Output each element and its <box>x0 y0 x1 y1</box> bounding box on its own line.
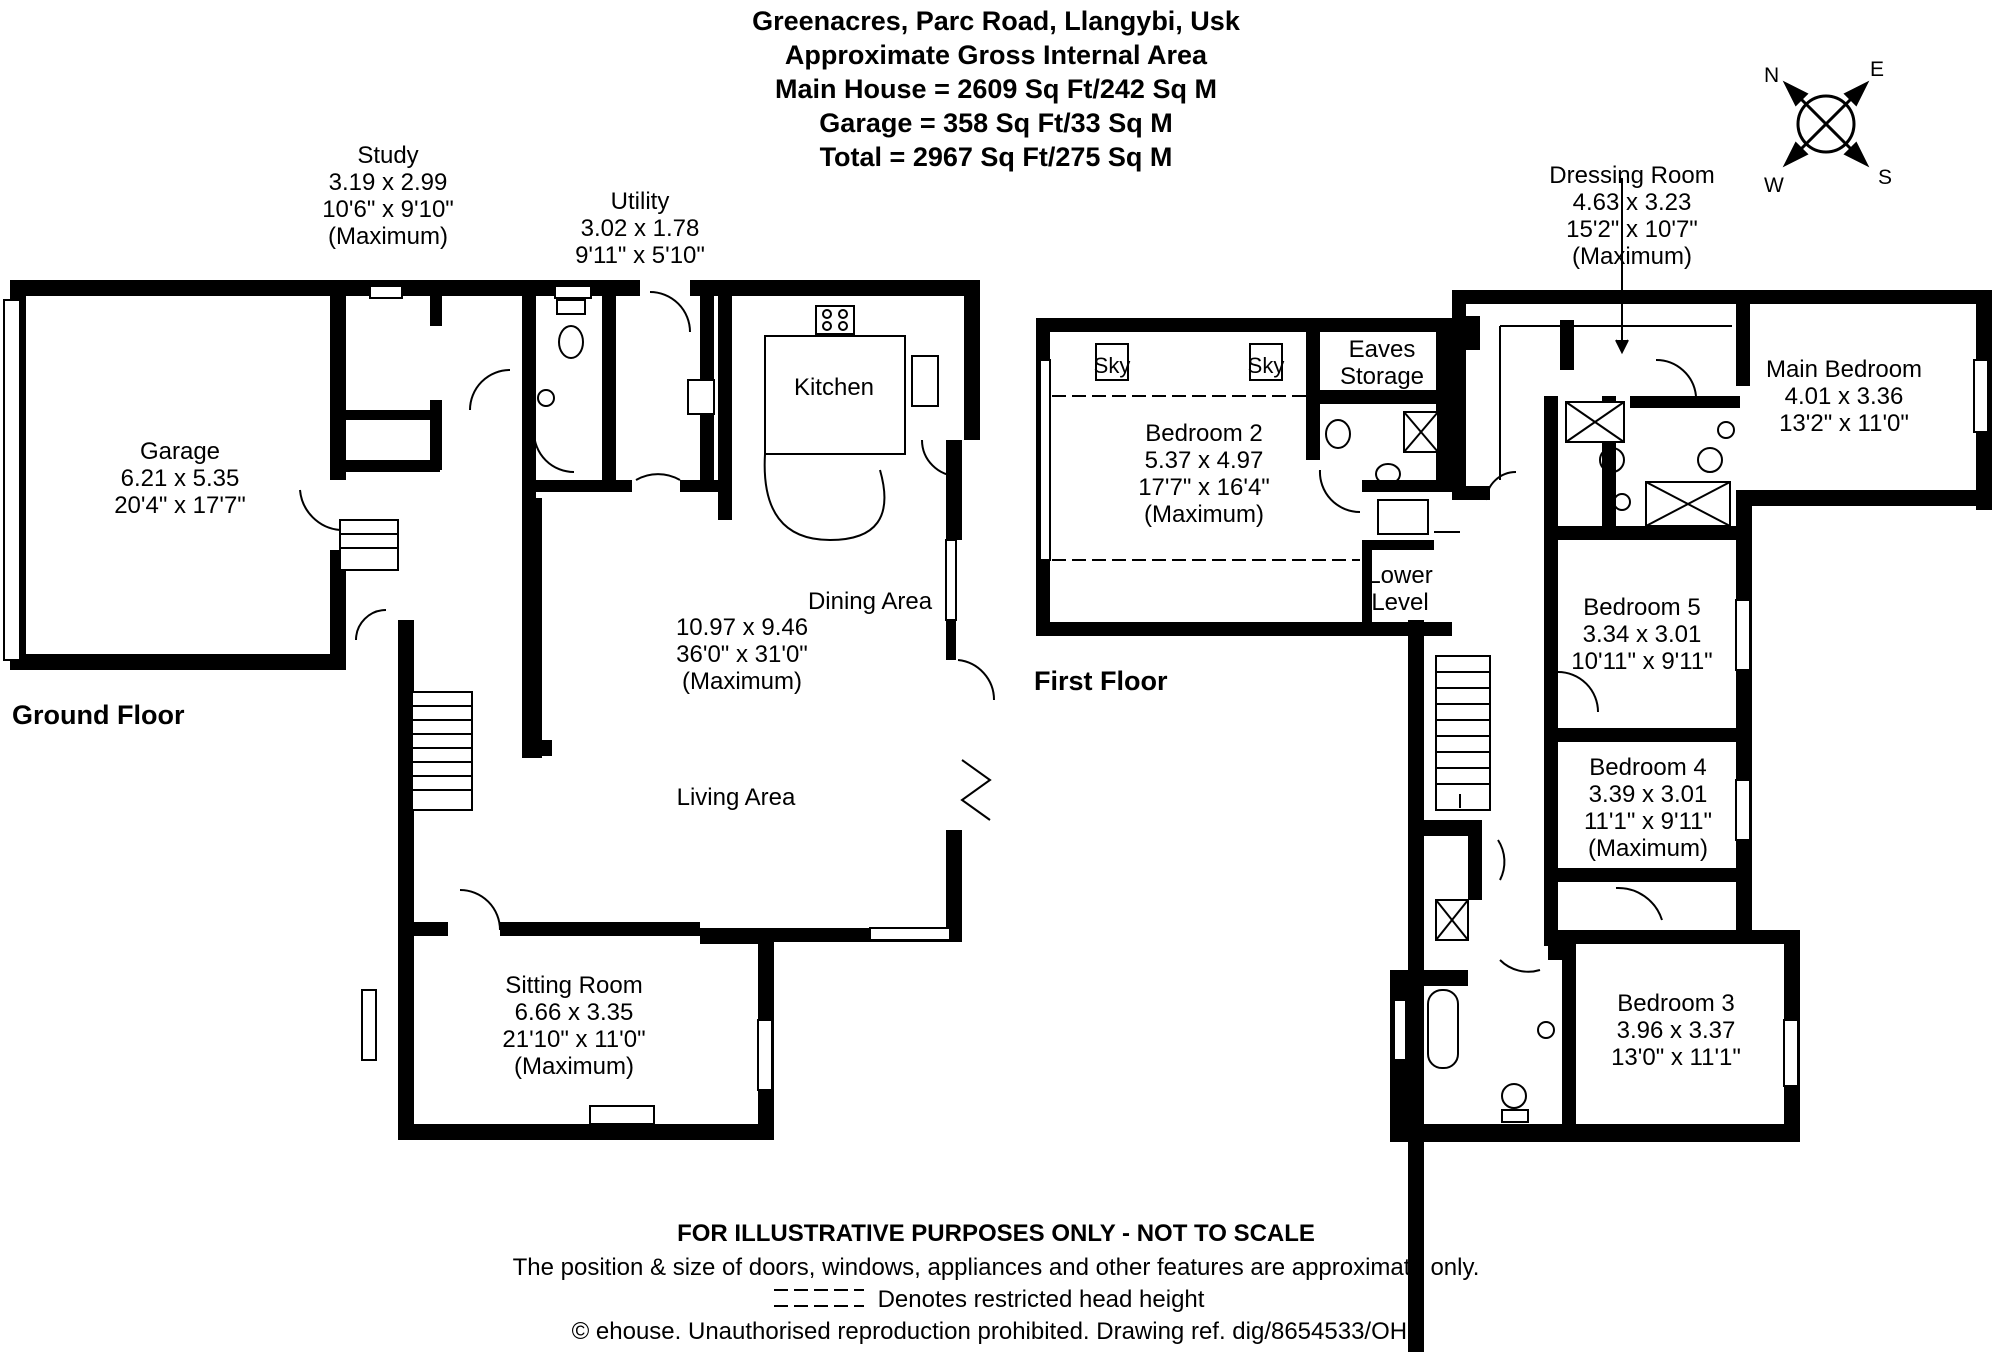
main-house-area: Main House = 2609 Sq Ft/242 Sq M <box>775 74 1217 104</box>
room-open-plan-dimensions: 10.97 x 9.46 36'0" x 31'0" (Maximum) <box>675 614 809 695</box>
address-title: Greenacres, Parc Road, Llangybi, Usk <box>752 6 1240 36</box>
restricted-head-height-symbol <box>774 1289 864 1307</box>
room-bedroom-3: Bedroom 3 3.96 x 3.37 13'0" x 11'1" <box>1611 990 1741 1071</box>
compass-west: W <box>1764 174 1784 197</box>
garage-area: Garage = 358 Sq Ft/33 Sq M <box>819 108 1173 138</box>
room-dressing-room: Dressing Room 4.63 x 3.23 15'2" x 10'7" … <box>1549 162 1715 270</box>
skylight-label-1: Sky <box>1093 353 1131 378</box>
room-garage: Garage 6.21 x 5.35 20'4" x 17'7" <box>114 438 246 519</box>
compass-south: S <box>1878 166 1893 189</box>
head-height-legend: Denotes restricted head height <box>877 1286 1205 1313</box>
ground-floor-walls <box>10 280 980 1140</box>
copyright: © ehouse. Unauthorised reproduction proh… <box>571 1318 1421 1345</box>
first-floor-features <box>1039 178 1989 1123</box>
room-lower-level: Lower Level <box>1367 562 1433 616</box>
room-sitting-room: Sitting Room 6.66 x 3.35 21'10" x 11'0" … <box>502 972 646 1080</box>
approximation-note: The position & size of doors, windows, a… <box>512 1254 1480 1281</box>
ground-floor-features <box>3 285 996 1125</box>
room-kitchen: Kitchen <box>793 374 875 401</box>
compass-icon <box>1782 80 1870 168</box>
room-eaves-storage: Eaves Storage <box>1339 336 1425 390</box>
first-floor-label: First Floor <box>1034 666 1168 696</box>
room-bedroom-5: Bedroom 5 3.34 x 3.01 10'11" x 9'11" <box>1571 594 1713 675</box>
area-title: Approximate Gross Internal Area <box>784 40 1208 70</box>
room-living-area: Living Area <box>676 784 796 811</box>
compass-east: E <box>1870 58 1885 81</box>
room-bedroom-2: Bedroom 2 5.37 x 4.97 17'7" x 16'4" (Max… <box>1138 420 1270 528</box>
room-utility: Utility 3.02 x 1.78 9'11" x 5'10" <box>575 188 705 269</box>
disclaimer: FOR ILLUSTRATIVE PURPOSES ONLY - NOT TO … <box>677 1220 1315 1247</box>
room-bedroom-4: Bedroom 4 3.39 x 3.01 11'1" x 9'11" (Max… <box>1583 754 1713 862</box>
room-dining-area: Dining Area <box>807 588 933 615</box>
compass-north: N <box>1764 64 1780 87</box>
total-area: Total = 2967 Sq Ft/275 Sq M <box>819 142 1173 172</box>
skylight-label-2: Sky <box>1247 353 1285 378</box>
room-main-bedroom: Main Bedroom 4.01 x 3.36 13'2" x 11'0" <box>1765 356 1923 437</box>
room-study: Study 3.19 x 2.99 10'6" x 9'10" (Maximum… <box>322 142 454 250</box>
ground-floor-label: Ground Floor <box>12 700 185 730</box>
